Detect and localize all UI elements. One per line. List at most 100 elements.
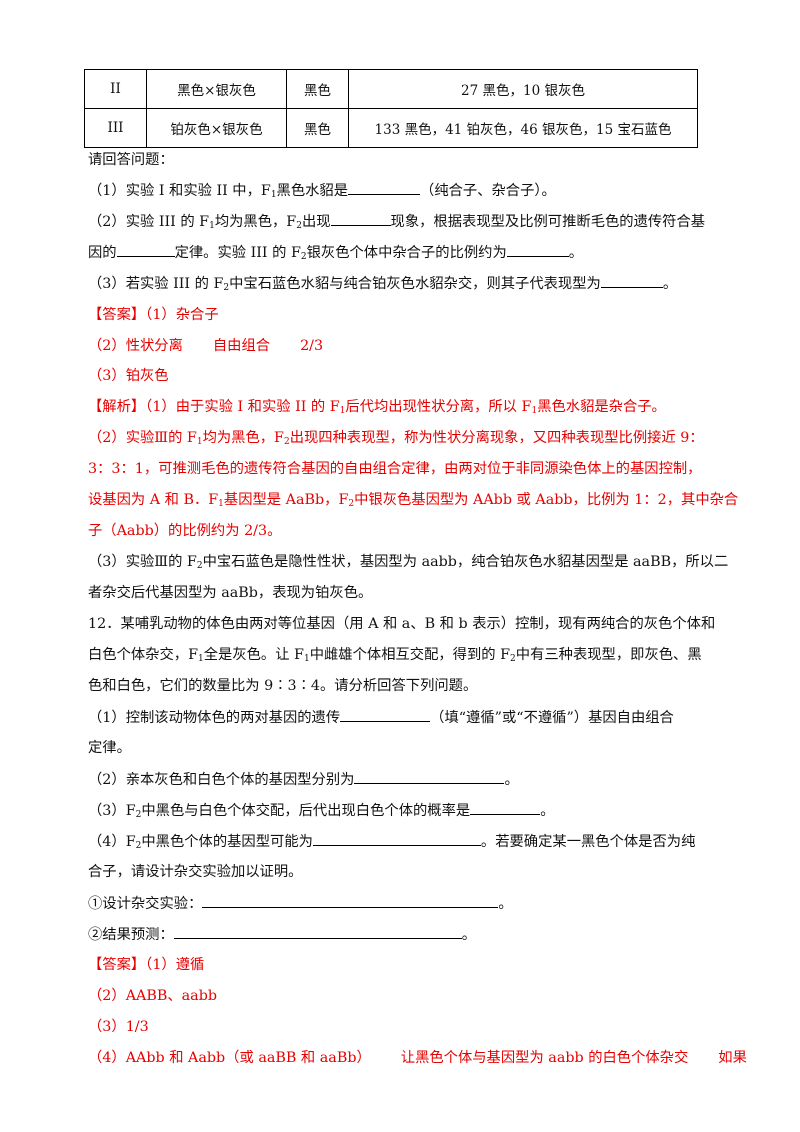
problem-12: 12．某哺乳动物的体色由两对等位基因（用 A 和 a、B 和 b 表示）控制，现…: [88, 614, 715, 634]
explanation-text: 中银灰色基因型为 AAbb 或 Aabb，比例为 1：2，其中杂合: [354, 492, 739, 508]
problem-text: 全是灰色。让 F: [203, 647, 304, 663]
subscript: 1: [198, 654, 204, 664]
q3-text: 中宝石蓝色水貂与纯合铂灰色水貂杂交，则其子代表现型为: [229, 276, 601, 292]
answer-1: 【答案】（1）杂合子: [88, 305, 219, 325]
answer-blank[interactable]: [312, 831, 481, 846]
table-cell-f1: 黑色: [286, 108, 349, 148]
answer-blank[interactable]: [348, 180, 421, 195]
question-1: （1）实验 I 和实验 II 中，F1黑色水貂是（纯合子、杂合子）。: [88, 180, 556, 205]
question-text: （4）F: [88, 834, 136, 850]
prompt-text: 请回答问题：: [88, 152, 174, 168]
answer-text: 如果: [718, 1050, 747, 1066]
question-2-cont: 因的定律。实验 III 的 F2银灰色个体中杂合子的比例约为。: [88, 242, 583, 267]
explanation-text: 后代均出现性状分离，所以 F: [345, 399, 532, 415]
q2-text: 均为黑色，F: [214, 214, 297, 230]
explanation-1: 【解析】（1）由于实验 I 和实验 II 的 F1后代均出现性状分离，所以 F1…: [88, 397, 666, 421]
explanation-text: 基因型是 AaBb，F: [223, 492, 349, 508]
answer-blank[interactable]: [470, 800, 541, 815]
subscript: 2: [296, 221, 302, 231]
explanation-text: 设基因为 A 和 B．F: [88, 492, 219, 508]
explanation-text: 【解析】（1）由于实验 I 和实验 II 的 F: [88, 399, 340, 415]
question-text: 。: [504, 772, 519, 788]
subscript: 1: [196, 437, 203, 447]
answer-blank[interactable]: [600, 273, 663, 288]
explanation-2-cont: 子（Aabb）的比例约为 2/3。: [88, 521, 281, 541]
problem-text: 色和白色，它们的数量比为 9∶3∶4。请分析回答下列问题。: [88, 678, 478, 694]
answer-12-4: （4）AAbb 和 Aabb（或 aaBB 和 aaBb） 让黑色个体与基因型为 …: [88, 1048, 747, 1068]
q1-text: （纯合子、杂合子）。: [420, 183, 556, 199]
sub-question-4-cont: 合子，请设计杂交实验加以证明。: [88, 862, 302, 882]
answer-text: 2/3: [300, 338, 324, 354]
table-cell-cross: 铂灰色×银灰色: [146, 108, 287, 148]
q1-text: 黑色水貂是: [276, 183, 349, 199]
question-text: （填“遵循”或“不遵循”）基因自由组合: [430, 710, 674, 726]
answer-blank[interactable]: [202, 893, 499, 908]
table-cell-f2: 133 黑色，41 铂灰色，46 银灰色，15 宝石蓝色: [348, 108, 698, 148]
problem-12-cont: 白色个体杂交，F1全是灰色。让 F1中雌雄个体相互交配，得到的 F2中有三种表现…: [88, 645, 702, 669]
answer-text: 自由组合: [212, 338, 271, 354]
problem-12-cont: 色和白色，它们的数量比为 9∶3∶4。请分析回答下列问题。: [88, 676, 477, 696]
problem-text: 中有三种表现型，即灰色、黑: [515, 647, 702, 663]
sub-question-1-cont: 定律。: [88, 738, 131, 758]
explanation-text: 3：3：1，可推测毛色的遗传符合基因的自由组合定律，由两对位于非同源染色体上的基…: [88, 461, 702, 477]
q3-text: （3）若实验 III 的 F: [88, 276, 224, 292]
explanation-3-cont: 者杂交后代基因型为 aaBb，表现为铂灰色。: [88, 583, 372, 603]
table-cell-cross: 黑色×银灰色: [146, 69, 287, 109]
problem-text: 12．某哺乳动物的体色由两对等位基因（用 A 和 a、B 和 b 表示）控制，现…: [88, 616, 716, 632]
results-table: II 黑色×银灰色 黑色 27 黑色，10 银灰色 III 铂灰色×银灰色 黑色…: [84, 69, 698, 148]
q2-text: 定律。实验 III 的 F: [174, 245, 301, 261]
answer-blank[interactable]: [354, 769, 505, 784]
explanation-text: 中宝石蓝色是隐性性状，基因型为 aabb，纯合铂灰色水貂基因型是 aaBB，所以…: [202, 554, 729, 570]
question-text: ②结果预测：: [88, 927, 174, 943]
subscript: 1: [209, 221, 215, 231]
question-text: 。: [498, 896, 513, 912]
subscript: 2: [300, 252, 307, 262]
answer-text: 【答案】（1）杂合子: [88, 307, 219, 323]
answer-blank[interactable]: [330, 211, 391, 226]
q2-text: 因的: [88, 245, 117, 261]
sub-question-4: （4）F2中黑色个体的基因型可能为 。若要确定某一黑色个体是否为纯: [88, 831, 695, 856]
subscript: 2: [283, 437, 290, 447]
subscript: 2: [135, 841, 142, 851]
table-row: II 黑色×银灰色 黑色 27 黑色，10 银灰色: [84, 69, 698, 109]
subscript: 2: [223, 283, 230, 293]
question-text: （2）亲本灰色和白色个体的基因型分别为: [88, 772, 355, 788]
question-3: （3）若实验 III 的 F2中宝石蓝色水貂与纯合铂灰色水貂杂交，则其子代表现型…: [88, 273, 677, 298]
explanation-2: （2）实验Ⅲ的 F1均为黑色，F2出现四种表现型，称为性状分离现象，又四种表现型…: [88, 428, 704, 452]
explanation-text: 者杂交后代基因型为 aaBb，表现为铂灰色。: [88, 585, 373, 601]
explanation-text: （3）实验Ⅲ的 F: [88, 554, 197, 570]
sub-question-3: （3）F2中黑色与白色个体交配，后代出现白色个体的概率是。: [88, 800, 554, 825]
table-cell-f2: 27 黑色，10 银灰色: [348, 69, 698, 109]
q2-text: 现象，根据表现型及比例可推断毛色的遗传符合基: [390, 214, 706, 230]
answer-blank[interactable]: [173, 924, 462, 939]
problem-text: 中雌雄个体相互交配，得到的 F: [309, 647, 511, 663]
explanation-text: 出现四种表现型，称为性状分离现象，又四种表现型比例接近 9：: [289, 430, 704, 446]
table-cell-experiment: III: [84, 108, 147, 148]
answer-text: 让黑色个体与基因型为 aabb 的白色个体杂交: [400, 1050, 689, 1066]
answer-blank[interactable]: [340, 707, 431, 722]
answer-text: （4）AAbb 和 Aabb（或 aaBB 和 aaBb）: [88, 1050, 371, 1066]
question-text: 中黑色与白色个体交配，后代出现白色个体的概率是: [141, 803, 471, 819]
q1-text: （1）实验 I 和实验 II 中，F: [88, 183, 271, 199]
answer-blank[interactable]: [506, 242, 569, 257]
answer-3: （3）铂灰色: [88, 366, 169, 386]
answer-12-2: （2）AABB、aabb: [88, 986, 217, 1006]
subscript: 1: [303, 654, 310, 664]
question-text: 合子，请设计杂交实验加以证明。: [88, 864, 303, 880]
predict-result: ②结果预测：。: [88, 924, 476, 945]
subscript: 2: [196, 561, 203, 571]
question-text: 。若要确定某一黑色个体是否为纯: [480, 834, 696, 850]
answer-text: （3）铂灰色: [88, 368, 169, 384]
subscript: 1: [218, 499, 224, 509]
answer-12-1: 【答案】（1）遵循: [88, 955, 204, 975]
explanation-text: 均为黑色，F: [202, 430, 284, 446]
answer-text: （3）1/3: [88, 1019, 149, 1035]
question-text: 中黑色个体的基因型可能为: [141, 834, 313, 850]
explanation-3: （3）实验Ⅲ的 F2中宝石蓝色是隐性性状，基因型为 aabb，纯合铂灰色水貂基因…: [88, 552, 728, 576]
answer-blank[interactable]: [116, 242, 175, 257]
question-text: 定律。: [88, 740, 131, 756]
answer-12-3: （3）1/3: [88, 1017, 149, 1037]
table-row: III 铂灰色×银灰色 黑色 133 黑色，41 铂灰色，46 银灰色，15 宝…: [84, 108, 698, 148]
